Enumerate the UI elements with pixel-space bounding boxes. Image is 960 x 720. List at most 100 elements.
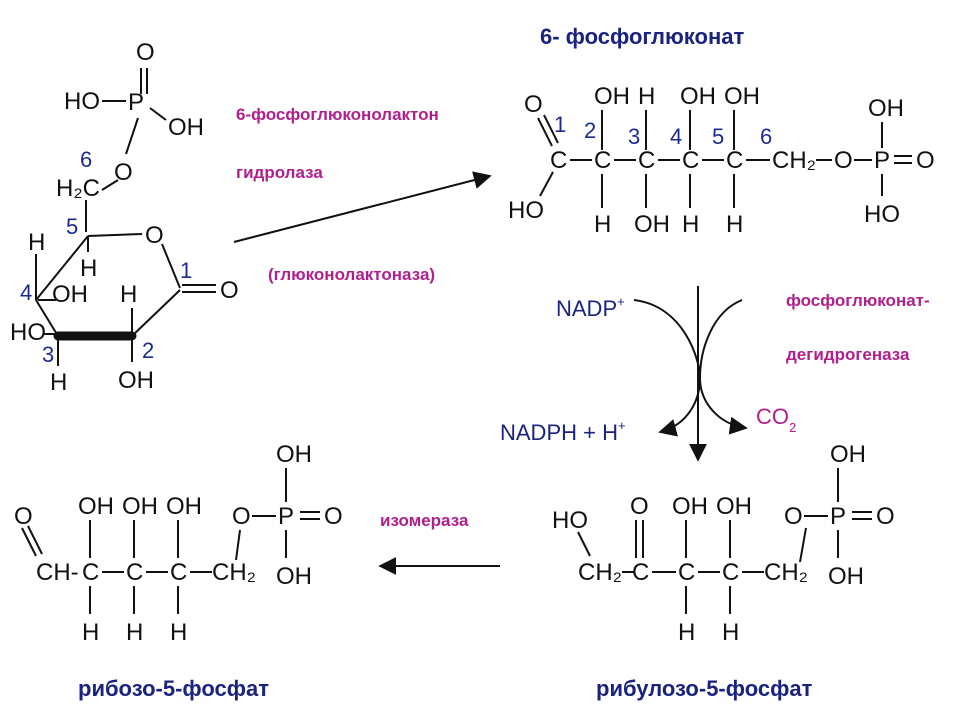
atom-oh: OH [276, 563, 312, 590]
atom-c: C [126, 559, 143, 586]
compound-name-ribulose: рибулозо-5-фосфат [596, 676, 813, 701]
atom-h: H [120, 281, 137, 308]
carbon-number-2: 2 [142, 338, 154, 363]
atom-c3: C [638, 147, 655, 174]
atom-ch2: CH₂ [578, 559, 622, 586]
product-co2-sub: 2 [789, 420, 796, 435]
cofactor-nadph: NADPH + H+ [500, 418, 626, 445]
atom-c: C [722, 559, 739, 586]
enzyme-label-lactonase-2: гидролаза [236, 163, 323, 182]
bond [101, 179, 119, 191]
bond [125, 117, 139, 155]
bond [539, 171, 554, 197]
atom-h: H [726, 211, 743, 238]
atom-c4: C [682, 147, 699, 174]
atom-p: P [830, 503, 846, 530]
atom-oh: OH [78, 493, 114, 520]
bond-double [543, 114, 559, 144]
atom-p: P [128, 89, 144, 116]
atom-oh: OH [168, 114, 204, 141]
atom-h: H [50, 369, 67, 396]
product-co2: CO2 [756, 404, 796, 435]
atom-o: O [630, 493, 649, 520]
atom-h: H [82, 619, 99, 646]
atom-ch: CH- [36, 559, 79, 586]
carbon-number-4: 4 [670, 124, 682, 149]
atom-c: C [82, 559, 99, 586]
atom-c: C [632, 559, 649, 586]
atom-ho: HO [508, 197, 544, 224]
cofactor-nadp-charge: + [617, 294, 625, 309]
atom-c: C [170, 559, 187, 586]
enzyme-label-dehydrogenase-2: дегидрогеназа [786, 345, 910, 364]
cofactor-curve-in [633, 299, 702, 437]
atom-oh: OH [594, 83, 630, 110]
ring-bond-c5-o [87, 233, 143, 237]
bond [799, 527, 807, 563]
atom-o: O [232, 503, 251, 530]
atom-o: O [524, 91, 543, 118]
atom-o: O [14, 503, 33, 530]
atom-ch2: CH₂ [772, 147, 816, 174]
atom-ho: HO [64, 88, 100, 115]
atom-o: O [114, 159, 133, 186]
bond [149, 107, 167, 121]
atom-ho: HO [864, 201, 900, 228]
product-co2-text: CO [756, 404, 789, 429]
atom-oh: OH [166, 493, 202, 520]
atom-h: H [594, 211, 611, 238]
atom-ring-o: O [145, 222, 164, 249]
atom-o: O [324, 503, 343, 530]
atom-c2: C [594, 147, 611, 174]
cofactor-nadph-charge: + [618, 418, 626, 433]
carbon-number-4: 4 [20, 280, 32, 305]
bond-double [27, 525, 43, 555]
atom-oh: OH [724, 83, 760, 110]
ribose-5-phosphate-structure: O CH- OH C H OH C H OH C H CH₂ O P OH O … [14, 441, 343, 646]
carbon-number-6: 6 [80, 147, 92, 172]
phosphogluconate-structure: O 1 C HO 2 OH C H H 3 C OH OH 4 C H OH 5 [508, 83, 935, 238]
compound-name-ribose: рибозо-5-фосфат [78, 676, 269, 701]
bond [235, 529, 241, 561]
carbon-number-1: 1 [554, 112, 566, 137]
atom-ch2: CH₂ [764, 559, 808, 586]
cofactor-nadp-text: NADP [556, 296, 617, 321]
reaction-arrow-hydrolysis [233, 171, 492, 243]
atom-oh: OH [52, 281, 88, 308]
carbon-number-1: 1 [180, 258, 192, 283]
atom-ho: HO [552, 507, 588, 534]
atom-h: H [678, 619, 695, 646]
ring-bond-o-c1 [161, 243, 181, 289]
atom-o: O [834, 147, 853, 174]
cofactor-nadp: NADP+ [556, 294, 625, 321]
compound-name-phosphogluconate: 6- фосфоглюконат [540, 24, 744, 49]
atom-h: H [80, 255, 97, 282]
carbon-number-5: 5 [66, 214, 78, 239]
atom-oh: OH [830, 441, 866, 468]
atom-ch2: CH₂ [212, 559, 256, 586]
atom-oh: OH [672, 493, 708, 520]
atom-c1: C [550, 147, 567, 174]
atom-p: P [278, 503, 294, 530]
atom-oh: OH [122, 493, 158, 520]
carbon-number-2: 2 [584, 118, 596, 143]
carbon-number-3: 3 [628, 124, 640, 149]
ribulose-5-phosphate-structure: HO CH₂ O C OH C H OH C H CH₂ O P OH O OH [552, 441, 895, 646]
atom-oh: OH [868, 95, 904, 122]
cofactor-nadph-text: NADPH + H [500, 420, 618, 445]
carbon-number-6: 6 [760, 124, 772, 149]
atom-h: H [722, 619, 739, 646]
atom-h: H [28, 229, 45, 256]
bond [577, 531, 591, 557]
enzyme-label-lactonase: 6-фосфоглюконолактон [236, 105, 439, 124]
atom-p: P [874, 147, 890, 174]
atom-oh: OH [680, 83, 716, 110]
atom-h: H [638, 83, 655, 110]
enzyme-label-gluconolactonase: (глюконолактоназа) [268, 265, 435, 284]
carbon-number-3: 3 [42, 342, 54, 367]
atom-o: O [784, 503, 803, 530]
atom-c5: C [726, 147, 743, 174]
ring-bond-c4-c5 [35, 235, 89, 301]
atom-h: H [170, 619, 187, 646]
